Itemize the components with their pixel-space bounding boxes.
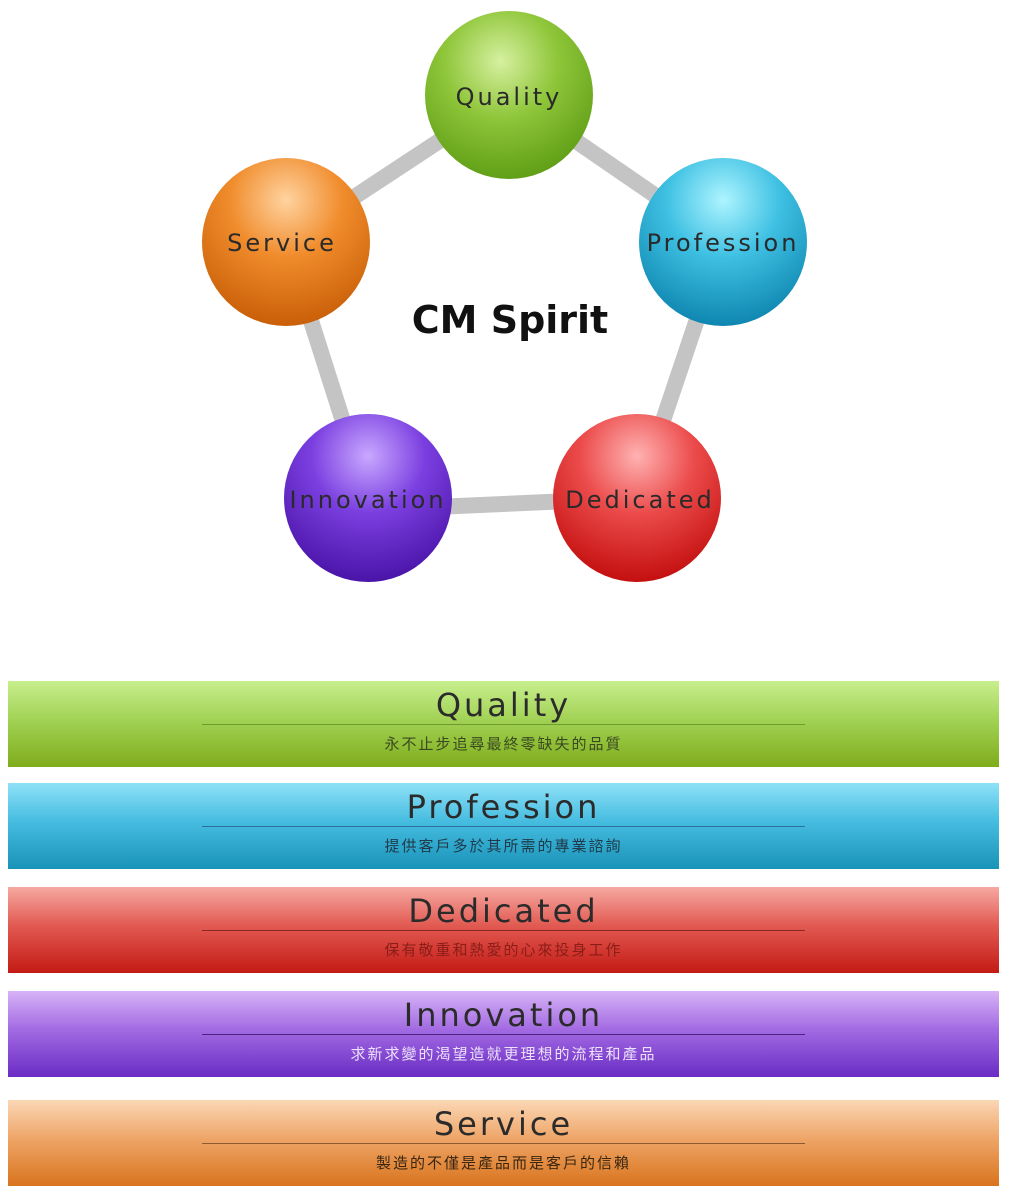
- band-description-innovation: 求新求變的渴望造就更理想的流程和產品: [350, 1045, 657, 1063]
- cm-spirit-diagram: Quality Profession Dedicated Innovation …: [202, 11, 807, 582]
- band-title-service: Service: [433, 1105, 574, 1143]
- band-description-quality: 永不止步追尋最終零缺失的品質: [384, 735, 623, 753]
- profession-sphere: [639, 158, 807, 326]
- quality-sphere: [425, 11, 593, 179]
- node-label-profession: Profession: [647, 229, 800, 257]
- node-label-service: Service: [227, 229, 337, 257]
- band-title-profession: Profession: [406, 788, 601, 826]
- band-description-profession: 提供客戶多於其所需的專業諮詢: [384, 837, 623, 855]
- innovation-sphere: [284, 414, 452, 582]
- node-label-quality: Quality: [456, 83, 563, 111]
- node-innovation: Innovation: [284, 414, 452, 582]
- service-sphere: [202, 158, 370, 326]
- band-title-dedicated: Dedicated: [408, 892, 599, 930]
- band-dedicated: Dedicated 保有敬重和熱愛的心來投身工作: [8, 887, 999, 973]
- band-service: Service 製造的不僅是產品而是客戶的信賴: [8, 1100, 999, 1186]
- dedicated-sphere: [553, 414, 721, 582]
- band-description-service: 製造的不僅是產品而是客戶的信賴: [375, 1154, 631, 1172]
- center-title: CM Spirit: [412, 298, 608, 342]
- band-title-quality: Quality: [435, 686, 572, 724]
- band-divider: [202, 1034, 805, 1035]
- band-innovation: Innovation 求新求變的渴望造就更理想的流程和產品: [8, 991, 999, 1077]
- node-profession: Profession: [639, 158, 807, 326]
- node-label-innovation: Innovation: [289, 486, 446, 514]
- band-divider: [202, 1143, 805, 1144]
- node-label-dedicated: Dedicated: [565, 486, 714, 514]
- band-divider: [202, 930, 805, 931]
- node-quality: Quality: [425, 11, 593, 179]
- band-divider: [202, 826, 805, 827]
- band-title-innovation: Innovation: [403, 996, 604, 1034]
- node-dedicated: Dedicated: [553, 414, 721, 582]
- band-profession: Profession 提供客戶多於其所需的專業諮詢: [8, 783, 999, 869]
- band-description-dedicated: 保有敬重和熱愛的心來投身工作: [384, 941, 623, 959]
- node-service: Service: [202, 158, 370, 326]
- band-divider: [202, 724, 805, 725]
- band-quality: Quality 永不止步追尋最終零缺失的品質: [8, 681, 999, 767]
